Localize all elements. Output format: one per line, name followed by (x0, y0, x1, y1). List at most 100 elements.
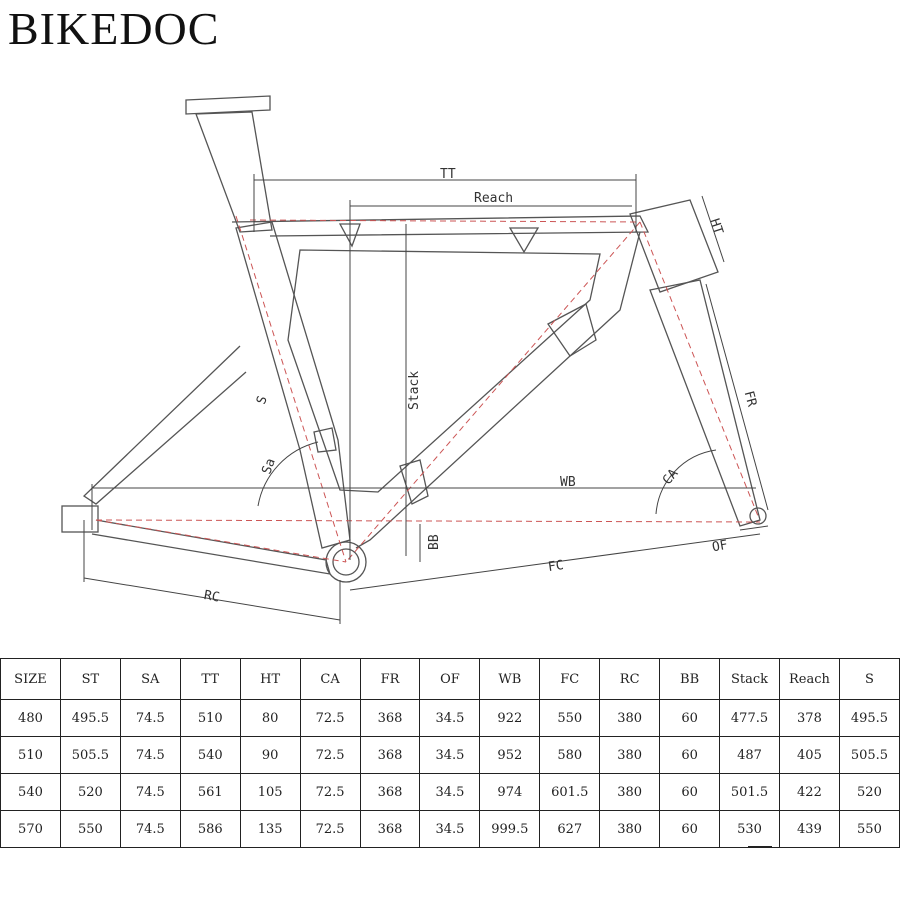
label-stack: Stack (407, 371, 422, 410)
table-cell: 60 (659, 773, 721, 811)
table-cell: 561 (179, 773, 241, 811)
label-ca: CA (660, 466, 682, 488)
divider-mark (748, 846, 772, 848)
table-cell: 368 (359, 773, 421, 811)
fork-shape (649, 279, 761, 527)
table-cell: 501.5 (719, 773, 780, 811)
table-cell: 105 (239, 773, 301, 811)
col-header-size: SIZE (0, 658, 61, 700)
col-header-reach: Reach (778, 658, 840, 700)
label-reach: Reach (474, 191, 513, 206)
table-cell: 72.5 (299, 736, 361, 774)
seatpost-shape (195, 111, 273, 233)
dimension-lines (83, 174, 769, 624)
table-cell: 550 (838, 810, 900, 848)
down-tube-shape (287, 249, 601, 493)
table-header-row: SIZE ST SA TT HT CA FR OF WB FC RC BB St… (0, 658, 900, 700)
geometry-table: SIZE ST SA TT HT CA FR OF WB FC RC BB St… (0, 658, 900, 848)
label-s: S (254, 394, 271, 406)
table-cell: 974 (479, 773, 541, 811)
seat-stay-shape (82, 345, 247, 505)
table-cell: 72.5 (299, 773, 361, 811)
table-cell: 540 (0, 773, 61, 811)
table-cell: 80 (239, 699, 301, 737)
table-cell: 487 (719, 736, 780, 774)
table-cell: 530 (719, 810, 780, 848)
table-cell: 72.5 (299, 699, 361, 737)
col-header-fc: FC (539, 658, 601, 700)
table-cell: 368 (359, 810, 421, 848)
col-header-stack: Stack (719, 658, 780, 700)
label-of: OF (711, 538, 729, 556)
table-cell: 505.5 (838, 736, 900, 774)
front-dropout (749, 507, 767, 525)
table-cell: 74.5 (119, 736, 181, 774)
table-cell: 422 (778, 773, 840, 811)
table-cell: 922 (479, 699, 541, 737)
col-header-wb: WB (479, 658, 541, 700)
col-header-s: S (838, 658, 900, 700)
col-header-st: ST (59, 658, 121, 700)
frame-outline (61, 95, 767, 583)
top-tube-shape (231, 215, 650, 237)
table-cell: 34.5 (419, 810, 481, 848)
col-header-bb: BB (659, 658, 721, 700)
table-cell: 60 (659, 736, 721, 774)
table-cell: 74.5 (119, 773, 181, 811)
table-cell: 952 (479, 736, 541, 774)
rear-dropout (61, 505, 99, 533)
table-cell: 368 (359, 699, 421, 737)
bottom-bracket (325, 541, 367, 583)
table-row: 510 505.5 74.5 540 90 72.5 368 34.5 952 … (0, 736, 900, 774)
col-header-ht: HT (239, 658, 301, 700)
table-cell: 380 (599, 699, 661, 737)
table-cell: 74.5 (119, 699, 181, 737)
table-cell: 550 (539, 699, 601, 737)
table-cell: 480 (0, 699, 61, 737)
down-tube-outer (355, 231, 641, 549)
label-wb: WB (560, 475, 576, 490)
table-cell: 380 (599, 773, 661, 811)
table-row: 480 495.5 74.5 510 80 72.5 368 34.5 922 … (0, 699, 900, 737)
table-cell: 380 (599, 736, 661, 774)
dimension-labels: TT Reach HT Stack S Sa FR CA WB BB OF FC… (203, 167, 759, 606)
label-rc: RC (203, 588, 221, 605)
table-cell: 495.5 (838, 699, 900, 737)
label-fr: FR (741, 389, 760, 408)
table-cell: 90 (239, 736, 301, 774)
col-header-ca: CA (299, 658, 361, 700)
seat-tube-shape (235, 221, 351, 549)
table-cell: 60 (659, 810, 721, 848)
table-row: 540 520 74.5 561 105 72.5 368 34.5 974 6… (0, 773, 900, 811)
table-cell: 550 (59, 810, 121, 848)
col-header-tt: TT (179, 658, 241, 700)
label-sa: Sa (259, 457, 278, 477)
table-cell: 34.5 (419, 699, 481, 737)
label-bb: BB (427, 534, 442, 550)
table-cell: 627 (539, 810, 601, 848)
table-cell: 74.5 (119, 810, 181, 848)
table-cell: 378 (778, 699, 840, 737)
saddle-shape (185, 95, 271, 115)
brand-title: BIKEDOC (8, 3, 220, 54)
label-fc: FC (547, 558, 565, 575)
table-cell: 135 (239, 810, 301, 848)
col-header-of: OF (419, 658, 481, 700)
col-header-sa: SA (119, 658, 181, 700)
table-cell: 570 (0, 810, 61, 848)
centre-lines (95, 215, 761, 563)
table-cell: 380 (599, 810, 661, 848)
table-cell: 520 (838, 773, 900, 811)
table-cell: 495.5 (59, 699, 121, 737)
table-cell: 540 (179, 736, 241, 774)
table-cell: 505.5 (59, 736, 121, 774)
head-tube-shape (629, 199, 719, 293)
table-cell: 477.5 (719, 699, 780, 737)
table-cell: 601.5 (539, 773, 601, 811)
table-cell: 520 (59, 773, 121, 811)
table-row: 570 550 74.5 586 135 72.5 368 34.5 999.5… (0, 810, 900, 848)
table-cell: 586 (179, 810, 241, 848)
chain-stay-shape (91, 519, 331, 575)
table-cell: 60 (659, 699, 721, 737)
table-cell: 999.5 (479, 810, 541, 848)
